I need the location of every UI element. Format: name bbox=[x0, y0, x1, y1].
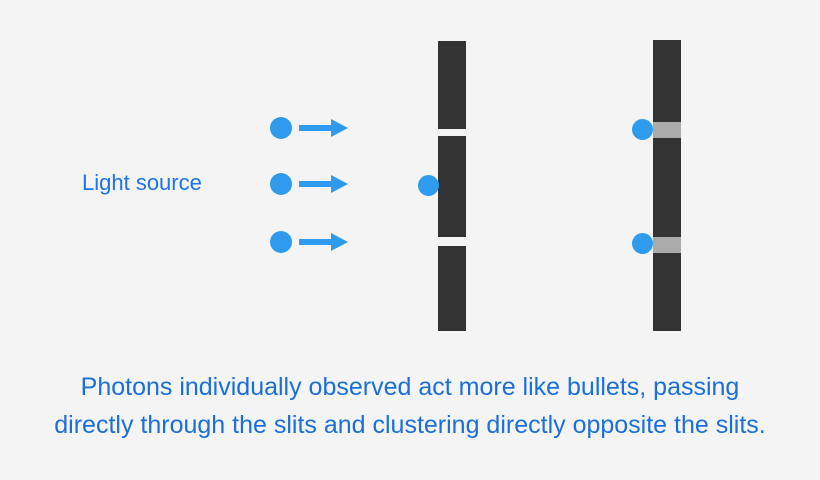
barrier-segment-top bbox=[438, 41, 466, 129]
photon-dot-icon bbox=[270, 117, 292, 139]
photon-through-slit bbox=[418, 175, 439, 196]
screen-impact-band-lower bbox=[653, 237, 681, 253]
photon-dot-icon bbox=[270, 173, 292, 195]
caption-line-1: Photons individually observed act more l… bbox=[80, 373, 740, 401]
arrow-right-icon bbox=[299, 119, 348, 137]
barrier-segment-middle bbox=[438, 136, 466, 237]
double-slit-barrier bbox=[438, 41, 466, 331]
emitter-row-1 bbox=[270, 116, 352, 140]
photon-detected-bottom bbox=[632, 233, 653, 254]
emitter-row-2 bbox=[270, 172, 352, 196]
caption: Photons individually observed act more l… bbox=[0, 368, 820, 444]
screen-impact-band-upper bbox=[653, 122, 681, 138]
barrier-slit-upper bbox=[438, 129, 466, 136]
screen-segment-bottom bbox=[653, 253, 681, 331]
photon-detected-top bbox=[632, 119, 653, 140]
barrier-segment-bottom bbox=[438, 246, 466, 331]
photon-dot-icon bbox=[270, 231, 292, 253]
caption-line-2: directly through the slits and clusterin… bbox=[54, 411, 766, 439]
light-source-label: Light source bbox=[82, 170, 202, 195]
detection-screen bbox=[653, 40, 681, 331]
barrier-slit-lower bbox=[438, 237, 466, 246]
arrow-right-icon bbox=[299, 175, 348, 193]
screen-segment-middle bbox=[653, 138, 681, 237]
screen-segment-top bbox=[653, 40, 681, 122]
emitter-row-3 bbox=[270, 230, 352, 254]
arrow-right-icon bbox=[299, 233, 348, 251]
